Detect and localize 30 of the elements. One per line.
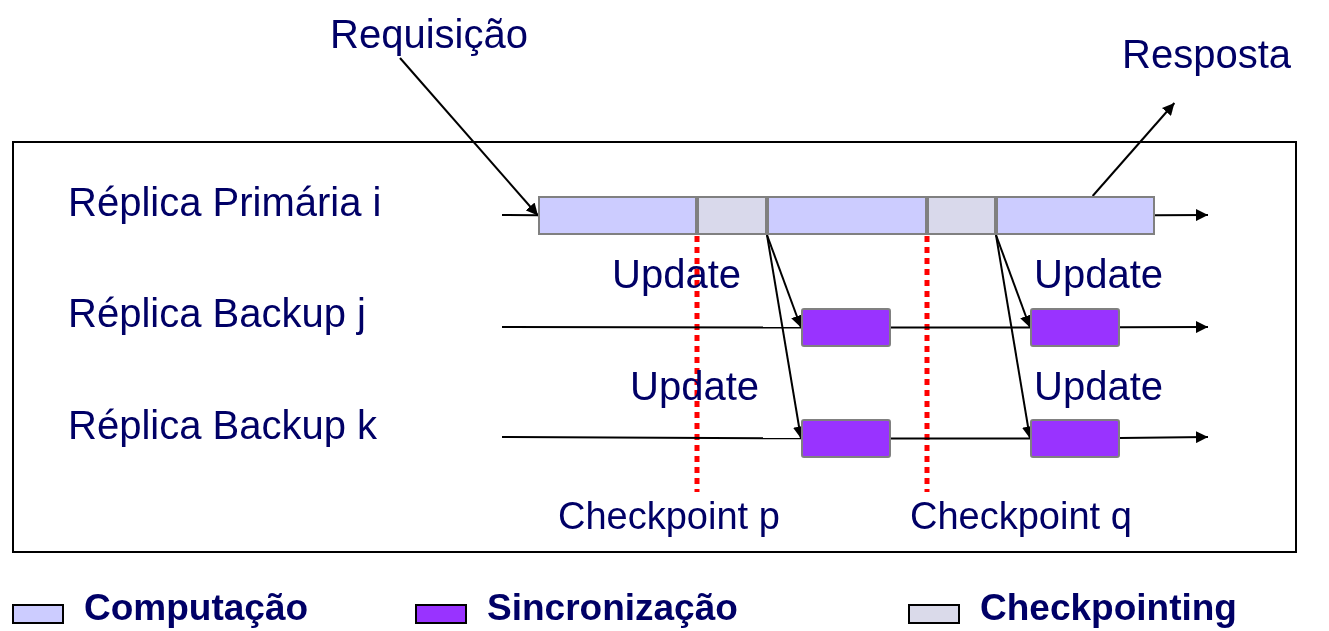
computation-segment [538, 196, 697, 235]
arrow [1154, 209, 1209, 222]
computation-segment [996, 196, 1155, 235]
arrow [995, 234, 1032, 329]
checkpoint-label: Checkpoint p [558, 494, 780, 539]
arrow [1091, 102, 1176, 197]
annotation-text: Resposta [1122, 30, 1291, 103]
row-label: Réplica Backup j [68, 290, 366, 337]
arrow [766, 234, 803, 329]
annotation-text: Requisição [330, 10, 528, 58]
checkpoint-label: Checkpoint q [910, 494, 1132, 539]
checkpointing-segment [697, 196, 767, 235]
arrow [399, 57, 539, 217]
arrow [1119, 321, 1209, 334]
synchronization-block [801, 308, 891, 347]
update-label: Update [612, 251, 741, 298]
arrow [1119, 431, 1209, 444]
update-label: Update [1034, 251, 1163, 298]
checkpointing-segment [927, 196, 996, 235]
legend-text: Sincronização [487, 586, 738, 630]
synchronization-block [801, 419, 891, 458]
update-label: Update [1034, 363, 1163, 410]
synchronization-block [1030, 308, 1120, 347]
legend-text: Checkpointing [980, 586, 1237, 630]
row-label: Réplica Primária i [68, 179, 382, 226]
legend-text: Computação [84, 586, 309, 630]
row-label: Réplica Backup k [68, 402, 378, 449]
update-label: Update [630, 363, 759, 410]
computation-segment [767, 196, 927, 235]
synchronization-block [1030, 419, 1120, 458]
